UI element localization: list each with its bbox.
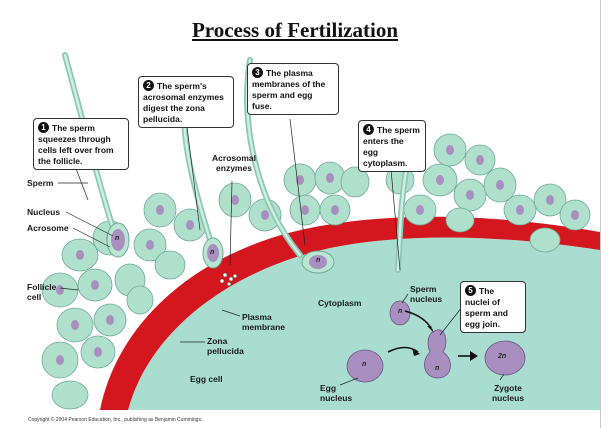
label-zygote-nucleus: Zygote nucleus — [491, 383, 525, 403]
step-number: 1 — [38, 122, 49, 134]
step-number: 2 — [143, 80, 154, 92]
step-text: The sperm's acrosomal enzymes digest the… — [143, 80, 224, 124]
egg-cytoplasm — [128, 237, 600, 410]
page-title: Process of Fertilization — [191, 18, 399, 42]
fusing-nuclei — [424, 329, 451, 379]
egg-nucleus — [346, 349, 384, 383]
step-number: 4 — [363, 124, 374, 136]
sperm-head-3 — [301, 250, 335, 274]
sperm-head-1 — [106, 222, 130, 258]
label-cytoplasm: Cytoplasm — [318, 298, 362, 308]
follicle-cell-nuclei — [56, 145, 579, 365]
nucleus-symbol: n — [362, 361, 367, 368]
label-follicle-cell: Follicle cell — [27, 282, 57, 302]
nucleus-symbol: 2n — [498, 353, 507, 360]
nucleus-symbol: n — [398, 308, 403, 315]
label-zona-pellucida: Zona pellucida — [207, 336, 244, 356]
copyright-notice: Copyright © 2004 Pearson Education, Inc.… — [28, 417, 203, 423]
label-sperm: Sperm — [27, 178, 54, 188]
step-text: The sperm squeezes through cells left ov… — [38, 122, 114, 166]
arrow-head — [470, 351, 478, 361]
label-nucleus: Nucleus — [27, 207, 61, 217]
nucleus-symbol: n — [316, 257, 321, 264]
nucleus-symbol: n — [115, 235, 120, 242]
step-number: 3 — [252, 67, 263, 79]
acrosomal-enzyme-dots — [219, 272, 238, 287]
step-text: The sperm enters the egg cytoplasm. — [363, 124, 420, 168]
label-plasma-membrane: Plasma membrane — [242, 312, 285, 332]
zygote-nucleus — [484, 340, 526, 376]
zona-pellucida — [100, 216, 600, 410]
window-edge — [600, 0, 609, 428]
label-egg-nucleus: Egg nucleus — [320, 383, 353, 403]
label-acrosome: Acrosome — [27, 223, 69, 233]
step-text: The nuclei of sperm and egg join. — [465, 285, 508, 329]
sperm-head-2 — [202, 237, 224, 269]
step-number: 5 — [465, 285, 476, 297]
label-egg-cell: Egg cell — [190, 374, 223, 384]
nucleus-symbol: n — [435, 365, 440, 372]
step-text: The plasma membranes of the sperm and eg… — [252, 67, 326, 111]
label-acrosomal-enzymes: Acrosomal enzymes — [212, 153, 256, 173]
arrow-head — [412, 348, 420, 356]
label-sperm-nucleus: Sperm nucleus — [410, 284, 443, 304]
arrow-head — [427, 326, 434, 333]
nucleus-symbol: n — [210, 249, 215, 256]
